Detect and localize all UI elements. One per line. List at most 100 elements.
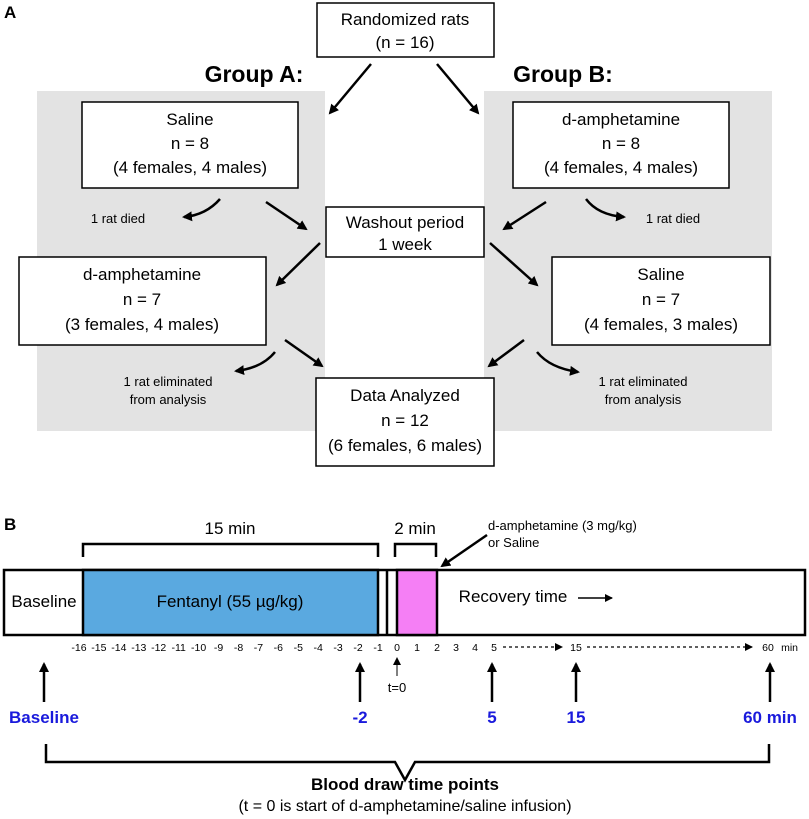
group-b-eliminated-line2: from analysis	[605, 392, 682, 407]
group-a-second-line3: (3 females, 4 males)	[65, 315, 219, 334]
tick-label: 4	[472, 642, 478, 654]
group-a-first-line1: Saline	[166, 110, 213, 129]
recovery-segment-label: Recovery time	[459, 587, 568, 606]
timepoint-60: 60 min	[743, 708, 797, 727]
washout-line1: Washout period	[346, 213, 464, 232]
caption-subtitle: (t = 0 is start of d-amphetamine/saline …	[238, 798, 571, 815]
washout-line2: 1 week	[378, 235, 432, 254]
tick-label: -1	[373, 642, 382, 654]
tick-label: 2	[434, 642, 440, 654]
tick-label: -13	[131, 642, 146, 654]
tick-label: -5	[294, 642, 303, 654]
group-a-saline-box: Saline n = 8 (4 females, 4 males)	[81, 101, 299, 189]
tick-label: 15	[570, 642, 582, 654]
infusion-duration-bracket	[393, 542, 438, 557]
group-b-saline-box: Saline n = 7 (4 females, 3 males)	[551, 256, 771, 346]
analyzed-line2: n = 12	[381, 411, 429, 430]
arrow-random-to-a	[328, 63, 372, 115]
panel-a-label: A	[4, 3, 16, 22]
group-b-eliminated-line1: 1 rat eliminated	[599, 374, 688, 389]
fentanyl-segment	[81, 568, 380, 637]
randomized-rats-box: Randomized rats (n = 16)	[316, 2, 495, 58]
group-a-second-line2: n = 7	[123, 290, 161, 309]
tick-label: -3	[333, 642, 342, 654]
group-a-first-line3: (4 females, 4 males)	[113, 158, 267, 177]
t0-label: t=0	[388, 680, 406, 695]
panel-b-label: B	[4, 515, 16, 534]
arrow-washout-to-b	[489, 242, 539, 287]
arrow-a-to-analyzed	[284, 338, 324, 368]
tick-label: 60	[762, 642, 774, 654]
timeline-bar	[2, 568, 807, 637]
group-b-second-line2: n = 7	[642, 290, 680, 309]
blood-draw-arrows	[39, 662, 775, 702]
tick-label: -10	[191, 642, 206, 654]
flow-arrows	[182, 63, 626, 376]
tick-label: -2	[353, 642, 362, 654]
randomized-line2: (n = 16)	[375, 33, 434, 52]
tick-label: -15	[91, 642, 106, 654]
group-b-died-note: 1 rat died	[646, 211, 700, 226]
washout-box: Washout period 1 week	[325, 206, 485, 258]
arrow-random-to-b	[436, 63, 480, 115]
infusion-note-arrow	[440, 533, 488, 568]
infusion-duration-label: 2 min	[394, 519, 436, 538]
timepoint-15: 15	[567, 708, 586, 727]
baseline-segment-label: Baseline	[11, 592, 76, 611]
infusion-segment	[395, 568, 439, 637]
tick-label: 0	[394, 642, 400, 654]
arrow-washout-to-a	[275, 242, 321, 287]
tick-label: -9	[214, 642, 223, 654]
timepoint-5: 5	[487, 708, 496, 727]
group-a-died-note: 1 rat died	[91, 211, 145, 226]
group-b-heading: Group B:	[513, 61, 613, 87]
group-b-first-line3: (4 females, 4 males)	[544, 158, 698, 177]
tick-label: -14	[111, 642, 126, 654]
group-b-second-line1: Saline	[637, 265, 684, 284]
group-b-first-line1: d-amphetamine	[562, 110, 680, 129]
caption-title: Blood draw time points	[311, 775, 499, 794]
fentanyl-duration-label: 15 min	[204, 519, 255, 538]
tick-unit-label: min	[781, 642, 798, 654]
timepoint-baseline: Baseline	[9, 708, 79, 727]
arrow-b-to-washout	[502, 200, 547, 231]
tick-label: -8	[234, 642, 243, 654]
group-a-second-line1: d-amphetamine	[83, 265, 201, 284]
tick-label: 5	[491, 642, 497, 654]
infusion-note-line2: or Saline	[488, 535, 539, 550]
arrow-a-eliminated	[234, 351, 276, 376]
blood-draw-bracket	[44, 744, 771, 783]
tick-label: 3	[453, 642, 459, 654]
group-b-second-line3: (4 females, 3 males)	[584, 315, 738, 334]
arrow-b-died	[585, 198, 626, 222]
tick-label: -16	[71, 642, 86, 654]
brackets-top	[81, 533, 488, 568]
fentanyl-segment-label: Fentanyl (55 µg/kg)	[157, 592, 304, 611]
randomized-line1: Randomized rats	[341, 10, 470, 29]
tick-label: -12	[151, 642, 166, 654]
group-a-first-line2: n = 8	[171, 134, 209, 153]
data-analyzed-box: Data Analyzed n = 12 (6 females, 6 males…	[315, 377, 495, 467]
group-b-first-line2: n = 8	[602, 134, 640, 153]
infusion-note-line1: d-amphetamine (3 mg/kg)	[488, 518, 637, 533]
tick-label: -6	[274, 642, 283, 654]
tick-label: -11	[171, 642, 186, 654]
arrow-b-to-analyzed	[487, 338, 525, 368]
arrow-a-to-washout	[265, 200, 308, 231]
group-b-amphetamine-box: d-amphetamine n = 8 (4 females, 4 males)	[512, 101, 730, 189]
group-a-eliminated-line2: from analysis	[130, 392, 207, 407]
group-a-eliminated-line1: 1 rat eliminated	[124, 374, 213, 389]
analyzed-line3: (6 females, 6 males)	[328, 436, 482, 455]
fentanyl-duration-bracket	[81, 542, 380, 557]
group-a-amphetamine-box: d-amphetamine n = 7 (3 females, 4 males)	[18, 256, 267, 346]
analyzed-line1: Data Analyzed	[350, 386, 460, 405]
arrow-b-eliminated	[536, 351, 580, 376]
group-a-heading: Group A:	[205, 61, 304, 87]
tick-label: 1	[414, 642, 420, 654]
arrow-a-died	[182, 198, 221, 222]
tick-label: -7	[254, 642, 263, 654]
timepoint-minus2: -2	[352, 708, 367, 727]
tick-label: -4	[314, 642, 323, 654]
